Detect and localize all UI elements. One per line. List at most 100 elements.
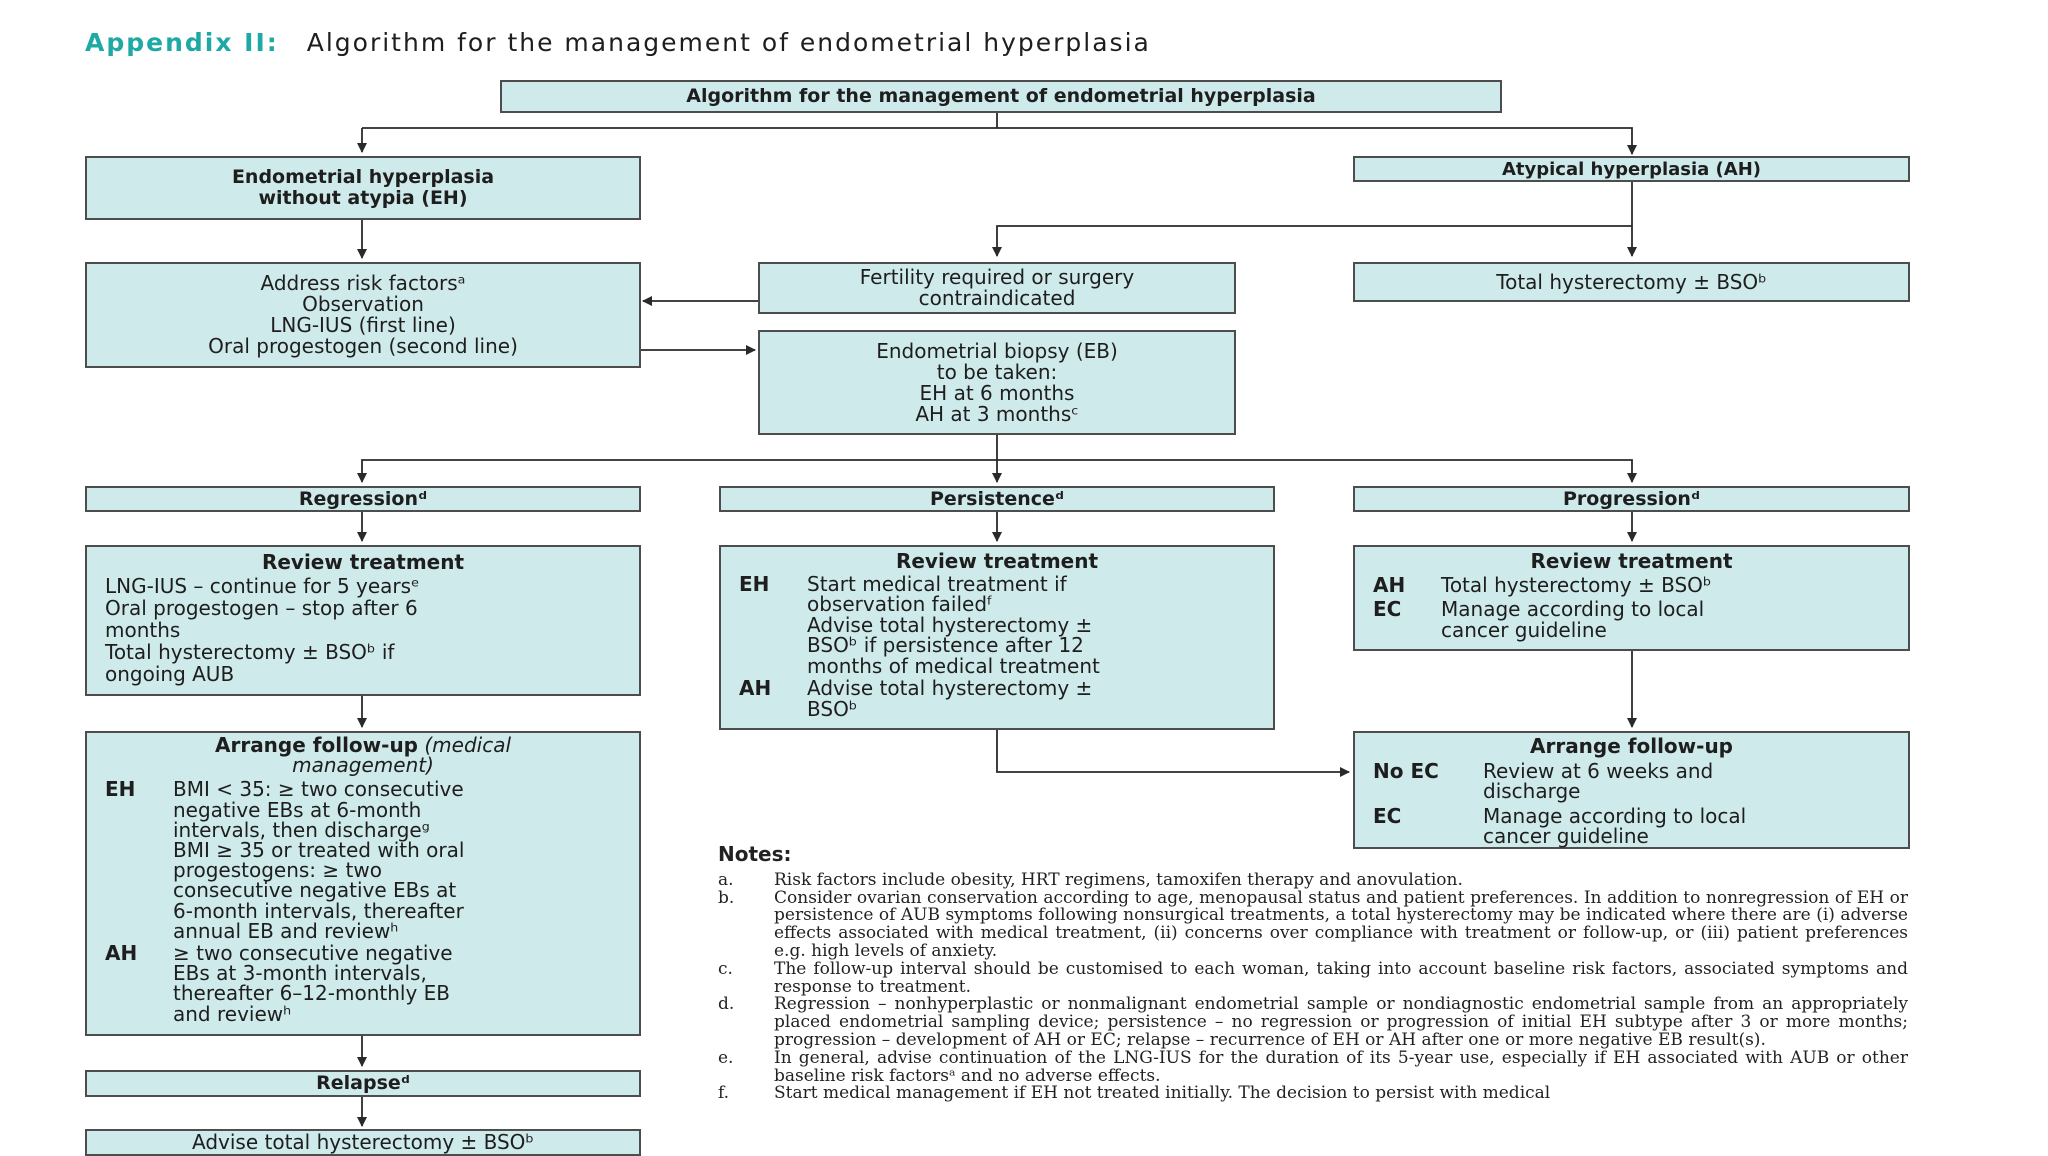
note-text: Risk factors include obesity, HRT regime…	[774, 869, 1463, 890]
top-box-label: Algorithm for the management of endometr…	[686, 85, 1316, 107]
eh-without-atypia-box: Endometrial hyperplasia without atypia (…	[85, 156, 641, 220]
note-text: The follow-up interval should be customi…	[774, 958, 1908, 997]
note-item: c. The follow-up interval should be cust…	[718, 958, 1908, 997]
note-item: d. Regression – nonhyperplastic or nonma…	[718, 994, 1908, 1050]
fertility-line: Fertility required or surgery	[859, 265, 1135, 289]
address-risk-factors-box: Address risk factorsᵃ Observation LNG-IU…	[85, 262, 641, 368]
review-line: cancer guideline	[1441, 618, 1607, 642]
followup-title-italic-2: management)	[292, 753, 434, 778]
total-hysterectomy-label: Total hysterectomy ± BSOᵇ	[1496, 269, 1767, 294]
ah-label: AH	[105, 941, 138, 966]
followup-line: 6-month intervals, thereafter	[173, 898, 464, 923]
followup-title-italic: (medical	[424, 733, 512, 757]
note-letter: b.	[718, 887, 735, 908]
note-letter: e.	[718, 1047, 734, 1068]
review-line: Oral progestogen – stop after 6	[105, 596, 418, 620]
review-title: Review treatment	[895, 549, 1099, 573]
note-text: Consider ovarian conservation according …	[774, 887, 1908, 961]
ah-box-label: Atypical hyperplasia (AH)	[1501, 158, 1762, 180]
address-line: LNG-IUS (first line)	[270, 313, 456, 337]
followup-line: Review at 6 weeks and	[1483, 758, 1714, 783]
review-line: Advise total hysterectomy ±	[807, 676, 1093, 700]
followup-line: discharge	[1483, 779, 1581, 803]
review-line: Manage according to local	[1441, 597, 1705, 621]
note-letter: f.	[718, 1083, 730, 1104]
eh-label: EH	[105, 777, 136, 802]
note-text: Start medical management if EH not treat…	[774, 1083, 1551, 1104]
note-item: b. Consider ovarian conservation accordi…	[718, 887, 1908, 961]
review-line: Total hysterectomy ± BSOᵇ	[1441, 573, 1712, 597]
note-letter: d.	[718, 994, 735, 1015]
note-item: e. In general, advise continuation of th…	[718, 1047, 1908, 1086]
followup-line: thereafter 6–12-monthly EB	[173, 981, 450, 1006]
arrange-follow-up-medical-box: Arrange follow-up (medical management) E…	[85, 731, 641, 1036]
note-letter: c.	[718, 958, 733, 979]
appendix-label: Appendix II:	[85, 28, 279, 57]
atypical-hyperplasia-box: Atypical hyperplasia (AH)	[1353, 156, 1910, 182]
review-line: BSOᵇ	[807, 696, 858, 721]
ec-label: EC	[1373, 597, 1402, 621]
persistence-box: Persistenceᵈ	[719, 486, 1275, 512]
followup-line: ≥ two consecutive negative	[173, 941, 453, 966]
review-treatment-progression-box: Review treatment AH Total hysterectomy ±…	[1353, 545, 1910, 651]
fertility-required-box: Fertility required or surgery contraindi…	[758, 262, 1236, 314]
followup-line: BMI < 35: ≥ two consecutive	[173, 777, 464, 802]
biopsy-line: AH at 3 monthsᶜ	[915, 401, 1079, 426]
followup-line: and reviewʰ	[173, 1001, 292, 1026]
review-line: months	[105, 618, 181, 642]
review-line: observation failedᶠ	[807, 592, 993, 616]
notes-title: Notes:	[718, 842, 792, 866]
arrange-follow-up-progression-box: Arrange follow-up No EC Review at 6 week…	[1353, 731, 1910, 849]
address-line: Address risk factorsᵃ	[260, 271, 466, 295]
note-text: Regression – nonhyperplastic or nonmalig…	[774, 994, 1908, 1050]
eh-box-line: without atypia (EH)	[258, 187, 468, 209]
biopsy-line: EH at 6 months	[919, 380, 1075, 405]
note-letter: a.	[718, 869, 734, 890]
total-hysterectomy-box: Total hysterectomy ± BSOᵇ	[1353, 262, 1910, 302]
endometrial-biopsy-box: Endometrial biopsy (EB) to be taken: EH …	[758, 330, 1236, 435]
note-item: a. Risk factors include obesity, HRT reg…	[718, 869, 1908, 890]
review-line: LNG-IUS – continue for 5 yearsᵉ	[105, 574, 420, 598]
notes-section: Notes: a. Risk factors include obesity, …	[718, 842, 1908, 1104]
review-line: ongoing AUB	[105, 662, 235, 686]
page-heading: Appendix II: Algorithm for the managemen…	[85, 28, 1151, 57]
relapse-box: Relapseᵈ	[85, 1070, 641, 1097]
ec-label: EC	[1373, 803, 1402, 828]
persistence-label: Persistenceᵈ	[929, 487, 1065, 510]
arrow-top-split	[362, 112, 998, 129]
heading-text: Algorithm for the management of endometr…	[306, 28, 1151, 57]
relapse-label: Relapseᵈ	[316, 1072, 410, 1094]
no-ec-label: No EC	[1373, 758, 1439, 783]
review-line: Total hysterectomy ± BSOᵇ if	[105, 640, 395, 664]
ah-label: AH	[739, 676, 772, 700]
review-title: Review treatment	[261, 550, 465, 574]
review-treatment-regression-box: Review treatment LNG-IUS – continue for …	[85, 545, 641, 696]
address-line: Observation	[302, 292, 424, 316]
review-line: Advise total hysterectomy ±	[807, 612, 1093, 637]
followup-line: annual EB and reviewʰ	[173, 918, 399, 943]
followup-line: progestogens: ≥ two	[173, 858, 382, 883]
followup-line: Manage according to local	[1483, 803, 1747, 828]
review-line: months of medical treatment	[807, 653, 1100, 678]
followup-line: negative EBs at 6-month	[173, 797, 422, 822]
review-treatment-persistence-box: Review treatment EH Start medical treatm…	[719, 545, 1275, 730]
followup-title: Arrange follow-up	[1529, 734, 1733, 758]
regression-label: Regressionᵈ	[298, 487, 428, 510]
followup-title: Arrange follow-up (medical management)	[87, 735, 639, 775]
review-title: Review treatment	[1530, 549, 1733, 573]
followup-line: BMI ≥ 35 or treated with oral	[173, 838, 465, 863]
top-algorithm-box: Algorithm for the management of endometr…	[500, 80, 1502, 113]
advise-label: Advise total hysterectomy ± BSOᵇ	[192, 1130, 534, 1154]
eh-box-line: Endometrial hyperplasia	[231, 166, 495, 188]
followup-title-text: Arrange follow-up	[214, 733, 418, 757]
followup-line: cancer guideline	[1483, 824, 1649, 848]
biopsy-line: Endometrial biopsy (EB)	[876, 338, 1118, 363]
arrow-persistence-to-followup	[996, 729, 1350, 777]
address-line: Oral progestogen (second line)	[208, 334, 518, 358]
progression-box: Progressionᵈ	[1353, 486, 1910, 512]
review-line: Start medical treatment if	[807, 571, 1067, 596]
followup-line: EBs at 3-month intervals,	[173, 961, 427, 986]
followup-line: intervals, then dischargeᵍ	[173, 817, 430, 842]
fertility-line: contraindicated	[918, 286, 1076, 310]
